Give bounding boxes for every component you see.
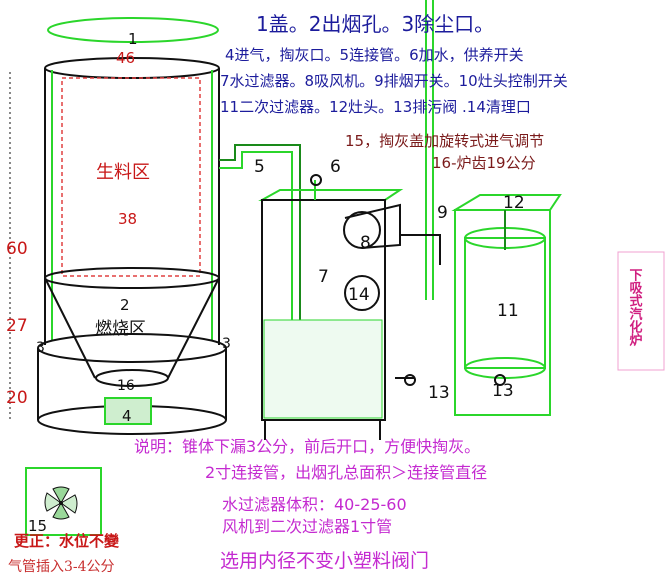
label-fan: 8: [360, 233, 371, 253]
label-drain-2: 13: [492, 381, 514, 401]
label-pipe: 5: [254, 157, 265, 177]
label-drain-1: 13: [428, 383, 450, 403]
legend-line-4: 15，掏灰盖加旋转式进气调节: [345, 132, 544, 150]
legend-line-5: 16-炉齿19公分: [432, 154, 536, 172]
note-2: 2寸连接管，出烟孔总面积＞连接管直径: [205, 463, 487, 482]
note-5: 选用内径不变小塑料阀门: [220, 550, 429, 572]
label-diameter-top: 46: [116, 49, 135, 67]
inset-label: 15: [28, 517, 47, 535]
label-raw-zone: 生料区: [96, 162, 150, 183]
label-inner-diameter: 38: [118, 210, 137, 228]
title: 1盖。2出烟孔。3除尘口。: [256, 12, 494, 36]
label-lid: 1: [128, 30, 138, 48]
label-cleanout: 14: [348, 285, 370, 305]
dim-60: 60: [6, 239, 28, 259]
label-burn-zone: 燃烧区: [95, 319, 146, 339]
note-1: 说明：锥体下漏3公分，前后开口，方便快掏灰。: [134, 437, 480, 456]
correction-note: 更正：水位不變: [14, 532, 120, 550]
note-3: 水过滤器体积：40-25-60: [222, 495, 407, 514]
label-dust-left: 3: [36, 340, 45, 356]
side-label: 下吸式汽化炉: [627, 268, 643, 347]
secondary-filter: 9 12 11 13: [400, 0, 562, 416]
legend-line-2: 7水过滤器。8吸风机。9排烟开关。10灶头控制开关: [220, 72, 568, 90]
dim-20: 20: [6, 388, 28, 408]
label-grate: 16: [117, 378, 135, 394]
gasifier: 1 46 生料区 38 2 燃烧区 3 3 16 4 60 27 20: [6, 17, 231, 435]
label-filter: 7: [318, 267, 329, 287]
label-outlet: 2: [120, 296, 130, 314]
label-exhaust: 9: [437, 203, 448, 223]
label-dust-right: 3: [222, 336, 231, 352]
side-label-box: [617, 251, 665, 371]
legend-line-1: 4进气，掏灰口。5连接管。6加水，供养开关: [225, 46, 524, 64]
label-inlet: 4: [122, 407, 132, 425]
water-filter: 5 6 7 8 14 13: [219, 144, 450, 440]
tube-note: 气管插入3-4公分: [8, 559, 115, 575]
lid-shape: [47, 17, 219, 43]
fan-icon: [44, 486, 78, 520]
dim-27: 27: [6, 316, 28, 336]
label-water: 6: [330, 157, 341, 177]
inlet-regulator-inset: [25, 467, 102, 536]
label-filter2: 11: [497, 301, 519, 321]
legend-line-3: 11二次过滤器。12灶头。13排污阀 .14清理口: [220, 98, 531, 116]
label-burner: 12: [503, 193, 525, 213]
note-4: 风机到二次过滤器1寸管: [222, 517, 392, 536]
